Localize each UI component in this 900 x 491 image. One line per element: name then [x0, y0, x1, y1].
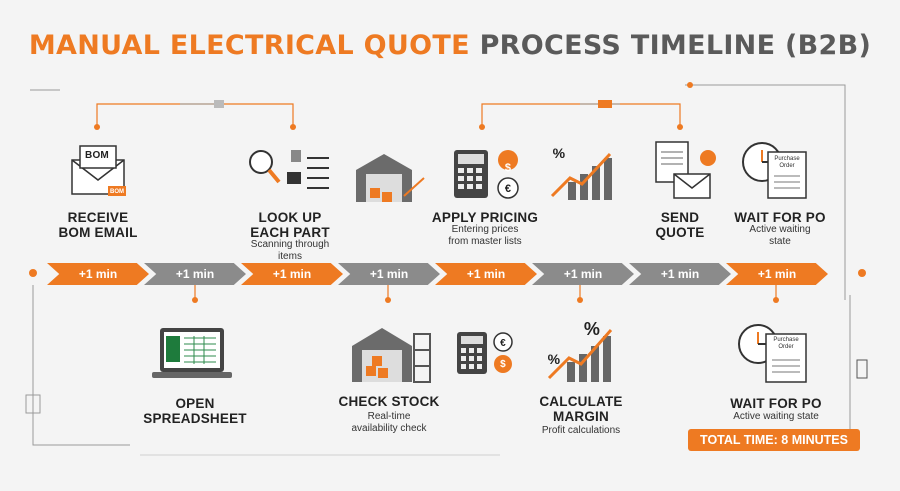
step-look-up-sub-l2: items: [278, 251, 302, 262]
step-look-up-sub-l1: Scanning through: [250, 239, 330, 250]
step-calculate-margin-l2: MARGIN: [553, 409, 609, 424]
bom-email-icon: [71, 145, 126, 196]
dollar-coin-text: $: [504, 162, 512, 174]
po-top-text-2: Order: [779, 163, 795, 169]
step-apply-pricing-sub-l1: Entering prices: [451, 224, 519, 235]
step-wait-po-bottom: WAIT FOR PO: [730, 396, 822, 411]
page-title: MANUAL ELECTRICAL QUOTE PROCESS TIMELINE…: [0, 30, 900, 61]
timeline-segment-5: +1 min: [435, 263, 537, 285]
step-check-stock-sub: Real-time availability check: [334, 411, 444, 435]
step-calculate-margin-sub: Profit calculations: [541, 425, 621, 436]
timeline-segment-3: +1 min: [241, 263, 343, 285]
step-send-quote: SEND QUOTE: [630, 210, 730, 240]
send-quote-icon: [655, 141, 716, 199]
step-open-spreadsheet-l1: OPEN: [175, 396, 215, 411]
po-bottom-text-2: Order: [778, 344, 794, 350]
step-wait-po-top: WAIT FOR PO: [734, 210, 826, 225]
bom-icon-badge-text: BOM: [110, 189, 124, 195]
step-check-stock-sub-l2: availability check: [351, 423, 427, 434]
timeline-segment-8: +1 min: [726, 263, 828, 285]
timeline-segment-7: +1 min: [629, 263, 731, 285]
step-check-stock: CHECK STOCK: [338, 394, 440, 409]
percent-bottom-text-2: %: [547, 351, 561, 367]
step-look-up-l1: LOOK UP: [258, 210, 322, 225]
calculator-pricing-icon: [454, 150, 519, 199]
step-apply-pricing: APPLY PRICING: [431, 210, 539, 225]
po-bottom-text-1: Purchase: [773, 337, 799, 343]
timeline-segment-6: +1 min: [532, 263, 634, 285]
step-send-quote-l2: QUOTE: [655, 225, 705, 240]
magnifier-parts-icon: [249, 150, 329, 189]
bom-icon-text: BOM: [85, 150, 109, 161]
step-wait-po-top-sub-l1: Active waiting: [749, 224, 811, 235]
step-look-up-l2: EACH PART: [250, 225, 330, 240]
step-calculate-margin-l1: CALCULATE: [539, 394, 623, 409]
warehouse-icon: [356, 154, 425, 202]
margin-chart-icon: [547, 329, 613, 382]
clock-po-icon: [742, 142, 807, 199]
percent-icon-text: %: [552, 145, 566, 161]
calculator-coins-icon: [457, 332, 513, 374]
step-check-stock-sub-l1: Real-time: [367, 411, 411, 422]
step-open-spreadsheet-l2: SPREADSHEET: [143, 411, 247, 426]
step-apply-pricing-sub: Entering prices from master lists: [425, 224, 545, 248]
dollar-coin-bottom-text: $: [500, 359, 506, 370]
laptop-spreadsheet-icon: [152, 328, 232, 378]
step-wait-po-top-sub: Active waiting state: [725, 224, 835, 248]
step-apply-pricing-sub-l2: from master lists: [448, 236, 522, 247]
po-top-text-1: Purchase: [774, 156, 800, 162]
step-calculate-margin: CALCULATE MARGIN: [526, 394, 636, 424]
euro-coin-bottom-text: €: [500, 338, 506, 349]
total-time-badge: TOTAL TIME: 8 MINUTES: [688, 429, 860, 451]
title-part-1: MANUAL ELECTRICAL QUOTE: [28, 30, 470, 61]
timeline-segment-4: +1 min: [338, 263, 440, 285]
step-look-up-sub: Scanning through items: [240, 239, 340, 263]
growth-chart-icon: [550, 152, 612, 200]
step-open-spreadsheet: OPEN SPREADSHEET: [140, 396, 250, 426]
step-receive-bom-l2: BOM EMAIL: [58, 225, 138, 240]
step-receive-bom: RECEIVE BOM EMAIL: [48, 210, 148, 240]
step-look-up: LOOK UP EACH PART: [240, 210, 340, 240]
title-part-2: PROCESS TIMELINE (B2B): [479, 30, 872, 61]
warehouse-stock-icon: [352, 328, 431, 383]
clock-po-bottom-icon: [738, 324, 807, 383]
step-send-quote-l1: SEND: [660, 210, 700, 225]
step-wait-po-bottom-sub: Active waiting state: [733, 411, 819, 422]
percent-bottom-text-1: %: [583, 319, 601, 339]
timeline-segment-2: +1 min: [144, 263, 246, 285]
step-wait-po-top-sub-l2: state: [769, 236, 791, 247]
step-receive-bom-l1: RECEIVE: [67, 210, 129, 225]
euro-coin-text: €: [504, 183, 512, 195]
timeline-segment-1: +1 min: [47, 263, 149, 285]
